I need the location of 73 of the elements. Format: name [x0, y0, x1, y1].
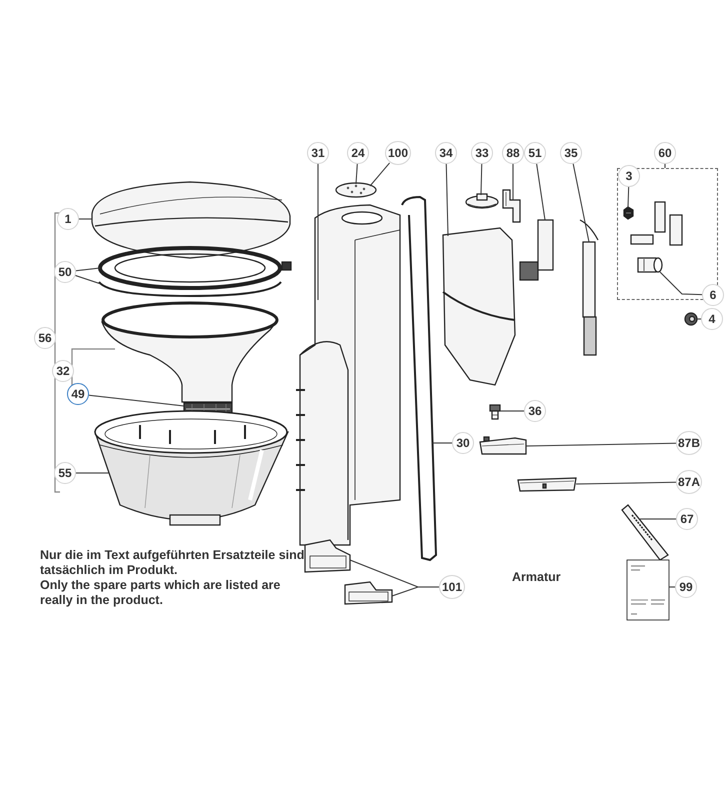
cover-strip-drawing: [517, 477, 577, 491]
leader-line: [75, 268, 100, 272]
valve-cap-drawing: [465, 193, 499, 210]
ring-seal-drawing: [97, 280, 283, 298]
callout-number: 55: [54, 462, 76, 484]
callout-number: 35: [560, 142, 582, 164]
cap-drawing: [335, 182, 377, 198]
cover-strip-drawing: [479, 437, 527, 455]
callout-number: 3: [618, 165, 640, 187]
pump-drawing: [578, 218, 600, 357]
leader-line: [76, 472, 110, 474]
callout-number: 6: [702, 284, 724, 306]
seat-ring-drawing: [98, 246, 292, 290]
seal-drawing: [400, 195, 438, 562]
callout-number: 51: [524, 142, 546, 164]
handle-drawing: [620, 503, 670, 562]
callout-number: 60: [654, 142, 676, 164]
callout-number: 101: [439, 575, 465, 599]
callout-number: 99: [675, 576, 697, 598]
base-drawing: [94, 410, 290, 528]
callout-number: 87A: [676, 470, 702, 494]
cassette-tank-drawing: [442, 226, 517, 387]
callout-number: 50: [54, 261, 76, 283]
note-text: Nur die im Text aufgeführten Ersatzteile sind tatsächlich im Produkt.: [40, 548, 306, 578]
flange-drawing: [519, 219, 555, 282]
toilet-lid-drawing: [90, 180, 292, 260]
callout-number: 49: [67, 383, 89, 405]
callout-number: 32: [52, 360, 74, 382]
leader-line: [78, 218, 92, 220]
nut-drawing: [684, 312, 698, 326]
callout-number: 4: [701, 308, 723, 330]
callout-number: 56: [34, 327, 56, 349]
leader-line: [664, 164, 666, 168]
leader-line: [576, 482, 676, 484]
leader-line: [536, 163, 546, 220]
callout-number: 87B: [676, 431, 702, 455]
bracket-part-drawing: [304, 539, 351, 573]
leader-line: [480, 164, 482, 196]
valve-body-drawing: [638, 258, 664, 274]
leader-line: [432, 442, 452, 444]
leader-line: [512, 164, 514, 200]
callout-number: 34: [435, 142, 457, 164]
callout-number: 100: [385, 141, 411, 165]
leader-line: [696, 318, 702, 320]
leader-line: [526, 442, 676, 446]
leader-line: [668, 586, 676, 588]
valve-drawing: [502, 189, 522, 224]
knob-drawing: [623, 208, 635, 220]
leader-line: [74, 274, 102, 284]
callout-number: 33: [471, 142, 493, 164]
note-text: Only the spare parts which are listed are really in the product.: [40, 578, 282, 608]
leader-line: [88, 394, 184, 406]
leader-line: [500, 410, 524, 412]
leader-line: [638, 518, 676, 520]
bracket-part-drawing: [344, 581, 393, 605]
document-drawing: [626, 559, 670, 621]
callout-number: 36: [524, 400, 546, 422]
leader-line: [350, 560, 440, 588]
water-tank-drawing: [294, 203, 402, 547]
callout-number: 24: [347, 142, 369, 164]
leader-line: [628, 186, 630, 208]
callout-number: 1: [57, 208, 79, 230]
callout-number: 67: [676, 508, 698, 530]
fitting-drawing: [489, 404, 501, 420]
leader-line: [572, 163, 590, 242]
callout-number: 31: [307, 142, 329, 164]
callout-number: 88: [502, 142, 524, 164]
leader-line: [660, 272, 702, 296]
leader-line: [356, 163, 358, 184]
note-text: Armatur: [512, 570, 562, 585]
leader-line: [370, 162, 390, 186]
leader-line: [446, 164, 448, 236]
callout-number: 30: [452, 432, 474, 454]
